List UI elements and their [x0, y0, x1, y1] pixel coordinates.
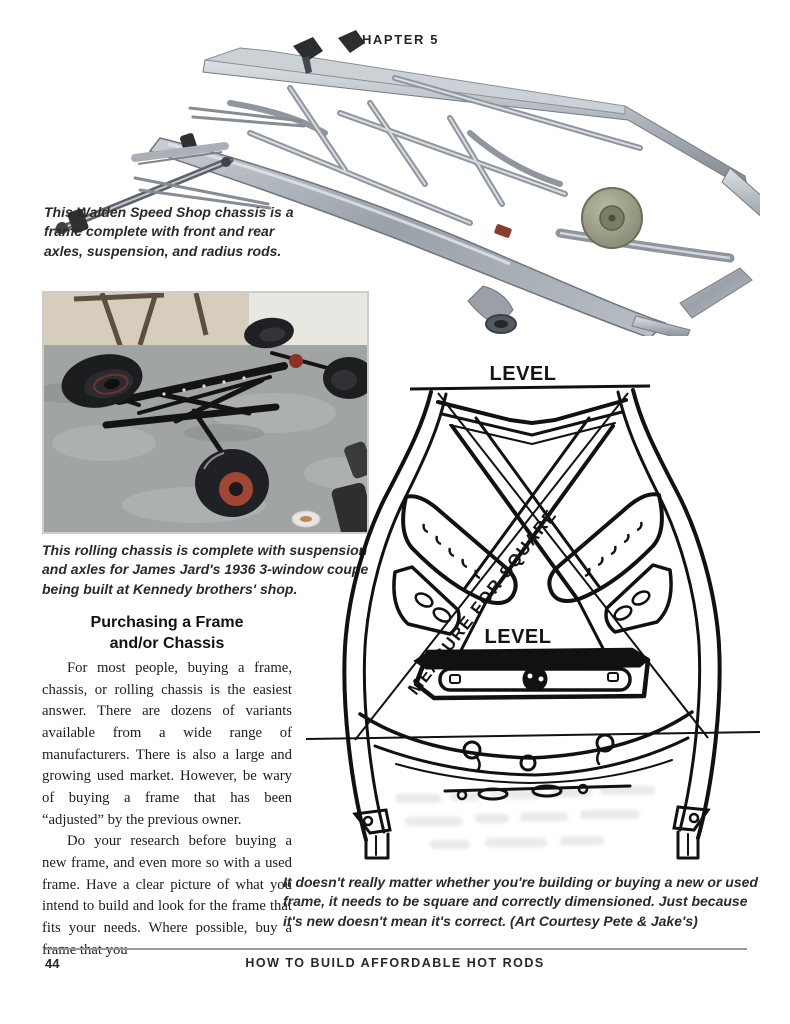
front-crossmember-art	[352, 710, 711, 835]
xmember-bands	[450, 416, 615, 664]
top-chassis-photo	[54, 30, 760, 336]
level-line-mid	[305, 731, 761, 740]
section-heading-line2: and/or Chassis	[109, 635, 225, 653]
body-paragraph-2: Do your research before buying a new fra…	[42, 833, 292, 957]
shop-clutter	[291, 441, 375, 538]
exhaust-bell	[467, 285, 517, 334]
wheel-front	[195, 449, 269, 517]
rear-crossmember	[631, 167, 760, 336]
chapter-heading: CHAPTER 5	[350, 32, 440, 47]
shop-photo	[34, 292, 384, 538]
arch-crescent-holes	[422, 521, 643, 580]
shock-mounts	[293, 30, 365, 74]
level-line-top	[409, 384, 651, 391]
top-photo-caption: This Walden Speed Shop chassis is a fram…	[44, 204, 294, 259]
mid-crossmember	[413, 647, 651, 701]
page-bleed-through	[395, 786, 655, 849]
square-diagonals	[354, 392, 709, 741]
rear-axle-assembly	[494, 187, 735, 263]
wheel-right	[323, 357, 375, 399]
footer-rule	[45, 948, 747, 950]
page-number: 44	[45, 956, 60, 971]
article-body: For most people, buying a frame, chassis…	[42, 658, 292, 961]
wheel-left	[61, 354, 143, 408]
rear-diff	[289, 354, 303, 368]
xmember-arches	[392, 492, 673, 636]
wheel-rear-top	[244, 317, 294, 349]
body-paragraph-1: For most people, buying a frame, chassis…	[42, 660, 292, 828]
frame-lightening-holes	[162, 376, 246, 396]
frame-rails	[342, 388, 722, 860]
shop-photo-caption: This rolling chassis is complete with su…	[42, 542, 369, 597]
frame-diagram: LEVEL	[305, 363, 761, 860]
section-heading-line1: Purchasing a Frame	[90, 614, 244, 631]
running-title: HOW TO BUILD AFFORDABLE HOT RODS	[245, 956, 545, 970]
diagram-caption: It doesn't really matter whether you're …	[283, 874, 758, 929]
section-heading: Purchasing a Frame and/or Chassis	[42, 612, 292, 654]
stool-legs	[73, 292, 209, 352]
level-label-mid: LEVEL	[485, 626, 552, 648]
tube-highlights	[249, 77, 641, 224]
red-fitting	[494, 224, 512, 238]
front-axle-assembly	[54, 133, 234, 234]
level-label-top: LEVEL	[490, 363, 557, 385]
radius-rods	[133, 106, 306, 210]
shop-photo-frame	[34, 291, 384, 538]
